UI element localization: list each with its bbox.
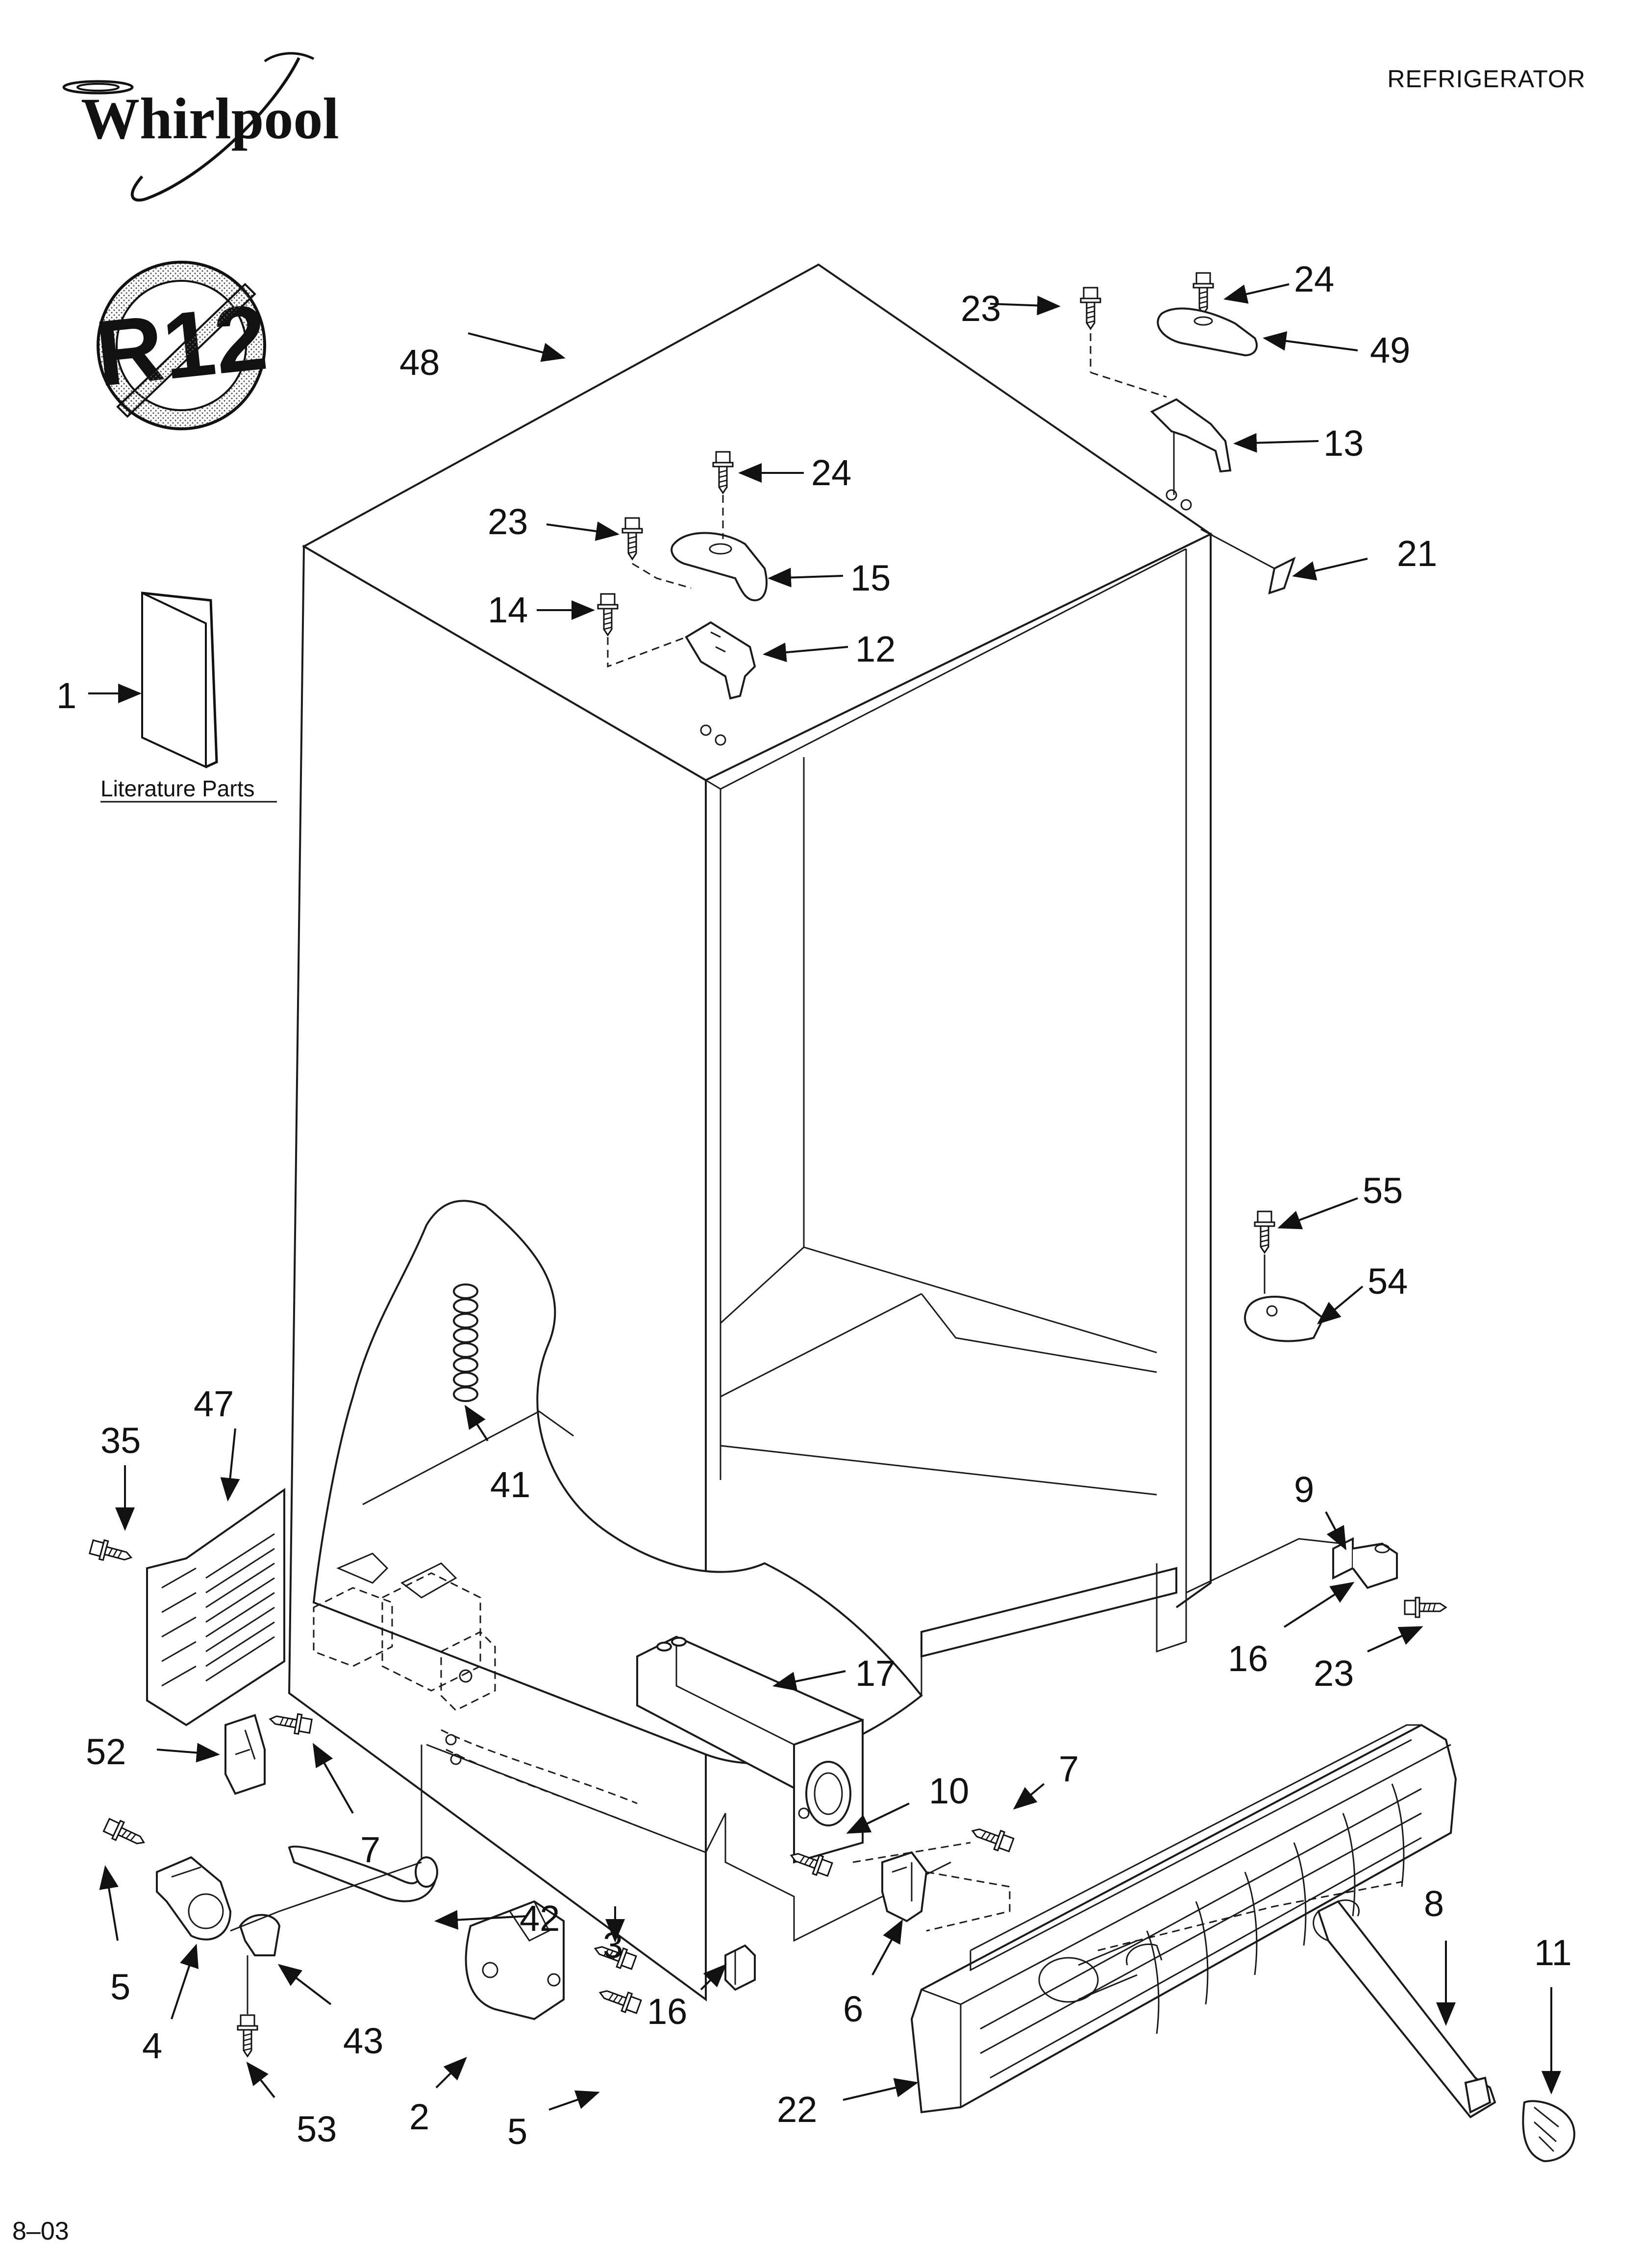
callout-22: 22: [777, 2089, 817, 2130]
callout-numbers: 48 23 24 49 13 21 24 23 15 14 12 1 55 54…: [56, 259, 1572, 2152]
clip-52: [224, 1714, 266, 1795]
callout-12: 12: [855, 629, 895, 669]
no-r12-icon: R12: [91, 261, 272, 430]
callout-48: 48: [399, 342, 440, 383]
callout-23-lower-right: 23: [1314, 1653, 1354, 1694]
refrigerator-cabinet: [288, 263, 1343, 2001]
callout-14: 14: [488, 590, 528, 630]
screw-23-lower-right: [1404, 1597, 1447, 1618]
callout-11: 11: [1534, 1932, 1572, 1973]
callout-8: 8: [1424, 1883, 1444, 1924]
callout-9: 9: [1294, 1469, 1314, 1510]
bracket-54: [1244, 1296, 1325, 1342]
whirlpool-logo: Whirlpool: [62, 52, 339, 202]
vent-slots: [161, 1533, 275, 1687]
screw-53: [237, 2014, 258, 2057]
screw-7-center: [968, 1821, 1016, 1855]
screw-55: [1254, 1210, 1275, 1254]
water-filter-8: [1317, 1900, 1496, 2119]
shim-21: [1268, 557, 1296, 594]
toe-grille-22: [910, 1724, 1457, 2114]
callout-5-left: 5: [110, 1967, 130, 2007]
callout-15: 15: [850, 558, 891, 598]
callout-55: 55: [1363, 1170, 1403, 1211]
screw-24-right: [1193, 272, 1214, 315]
hinge-cover-49: [1157, 307, 1258, 357]
clamp-43: [239, 1914, 281, 1956]
callout-43: 43: [343, 2021, 383, 2061]
vent-panel-47: [146, 1488, 285, 1726]
filter-cap-11: [1522, 2100, 1575, 2163]
screw-5-bottom: [596, 1982, 643, 2017]
hinge-12: [685, 621, 756, 700]
callout-42: 42: [520, 1898, 560, 1939]
callout-16-bottom: 16: [647, 1991, 687, 2032]
callout-52: 52: [86, 1731, 126, 1772]
callout-23-top-right: 23: [961, 288, 1001, 329]
callout-47: 47: [194, 1383, 234, 1424]
callout-2: 2: [409, 2096, 429, 2137]
callout-10: 10: [929, 1771, 969, 1811]
literature-parts-label: Literature Parts: [100, 776, 254, 801]
bracket-16-bottom: [724, 1944, 756, 1991]
callout-1: 1: [56, 675, 76, 716]
screw-7-left: [268, 1708, 313, 1737]
callout-3: 3: [603, 1925, 623, 1966]
callout-7-left: 7: [360, 1829, 380, 1870]
screw-5-left: [101, 1815, 149, 1852]
leader-lines: [88, 283, 1561, 2111]
callout-6: 6: [843, 1989, 863, 2029]
screw-23-right: [1080, 287, 1101, 330]
callout-17: 17: [855, 1653, 895, 1694]
callout-24-left: 24: [811, 452, 851, 493]
revision-code: 8–03: [12, 2217, 69, 2245]
callout-5-bottom: 5: [507, 2111, 527, 2152]
brand-wordmark: Whirlpool: [81, 86, 339, 151]
hinge-cover-15: [671, 532, 768, 602]
callout-13: 13: [1323, 423, 1364, 464]
callout-23-left: 23: [488, 501, 528, 542]
defrost-coil: [453, 1283, 478, 1402]
clip-6: [881, 1851, 928, 1923]
callout-53: 53: [297, 2109, 337, 2149]
hinge-13: [1150, 398, 1232, 473]
internal-components: [313, 1553, 643, 1829]
callout-41: 41: [490, 1464, 530, 1505]
callout-49: 49: [1370, 330, 1410, 370]
callout-35: 35: [100, 1420, 141, 1461]
callout-4: 4: [142, 2025, 162, 2066]
callout-54: 54: [1368, 1261, 1408, 1302]
bracket-2: [465, 1900, 565, 2021]
callout-7-center: 7: [1059, 1749, 1079, 1789]
screw-35: [88, 1536, 135, 1568]
section-title: REFRIGERATOR: [1387, 65, 1586, 93]
callout-24-top-right: 24: [1294, 259, 1334, 299]
literature-booklet: [141, 591, 218, 769]
callout-16-right: 16: [1228, 1638, 1268, 1679]
tube-42: [288, 1846, 438, 1902]
callout-21: 21: [1397, 533, 1437, 574]
